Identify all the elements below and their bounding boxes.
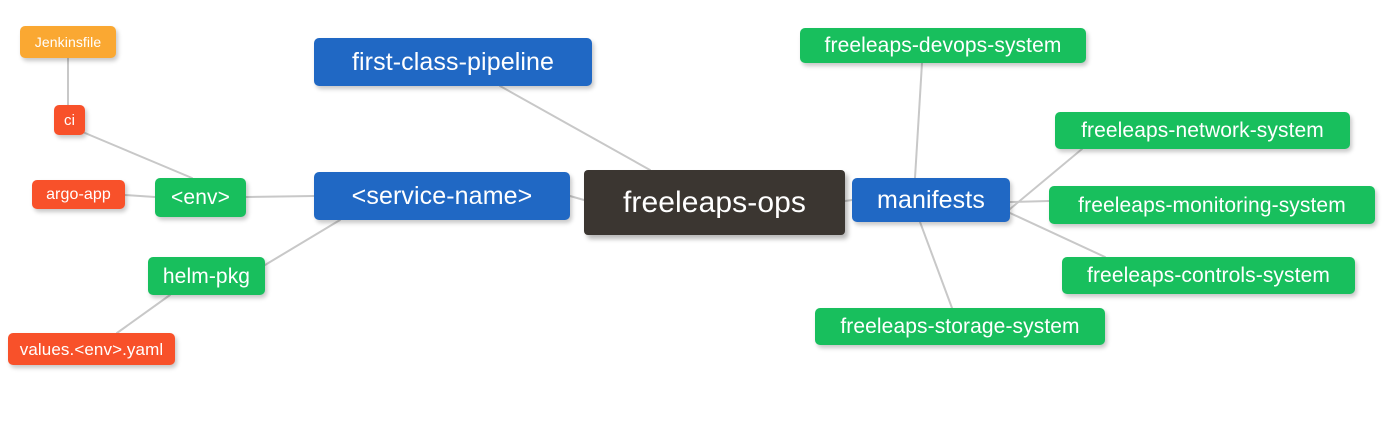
node-label: freeleaps-network-system (1081, 119, 1324, 142)
node-label: <service-name> (351, 181, 533, 210)
node-freeleaps-controls-system[interactable]: freeleaps-controls-system (1062, 257, 1355, 294)
edge-manifests-to-freeleaps-devops-system (914, 62, 923, 179)
node-helm-pkg[interactable]: helm-pkg (148, 257, 265, 295)
node-service-name[interactable]: <service-name> (314, 172, 570, 220)
node-ci[interactable]: ci (54, 105, 85, 135)
edge-freeleaps-ops-to-first-class-pipeline (499, 85, 651, 171)
node-label: freeleaps-ops (622, 185, 807, 219)
node-env[interactable]: <env> (155, 178, 246, 217)
node-freeleaps-storage-system[interactable]: freeleaps-storage-system (815, 308, 1105, 345)
edge-freeleaps-ops-to-service-name (569, 195, 585, 201)
node-manifests[interactable]: manifests (852, 178, 1010, 222)
node-first-class-pipeline[interactable]: first-class-pipeline (314, 38, 592, 86)
node-label: helm-pkg (162, 264, 251, 288)
node-label: ci (63, 111, 76, 129)
node-label: values.<env>.yaml (19, 339, 164, 359)
edge-freeleaps-ops-to-manifests (844, 199, 853, 202)
edge-env-to-ci (84, 132, 193, 179)
node-freeleaps-monitoring-system[interactable]: freeleaps-monitoring-system (1049, 186, 1375, 224)
node-label: freeleaps-storage-system (840, 315, 1080, 338)
edge-manifests-to-freeleaps-storage-system (919, 221, 953, 309)
edge-service-name-to-helm-pkg (264, 219, 341, 266)
node-label: first-class-pipeline (351, 47, 555, 76)
edge-manifests-to-freeleaps-monitoring-system (1009, 200, 1050, 203)
node-jenkinsfile[interactable]: Jenkinsfile (20, 26, 116, 58)
node-label: Jenkinsfile (34, 34, 102, 50)
edge-service-name-to-env (245, 195, 315, 198)
node-label: <env> (171, 186, 230, 209)
node-freeleaps-ops[interactable]: freeleaps-ops (584, 170, 845, 235)
node-values-yaml[interactable]: values.<env>.yaml (8, 333, 175, 365)
node-label: argo-app (46, 185, 111, 203)
node-label: freeleaps-controls-system (1087, 264, 1330, 287)
node-freeleaps-network-system[interactable]: freeleaps-network-system (1055, 112, 1350, 149)
edge-env-to-argo-app (124, 194, 156, 198)
edge-helm-pkg-to-values-yaml (116, 294, 171, 334)
node-label: freeleaps-devops-system (824, 34, 1062, 57)
node-argo-app[interactable]: argo-app (32, 180, 125, 209)
node-label: manifests (877, 185, 985, 214)
node-freeleaps-devops-system[interactable]: freeleaps-devops-system (800, 28, 1086, 63)
node-label: freeleaps-monitoring-system (1078, 193, 1346, 217)
